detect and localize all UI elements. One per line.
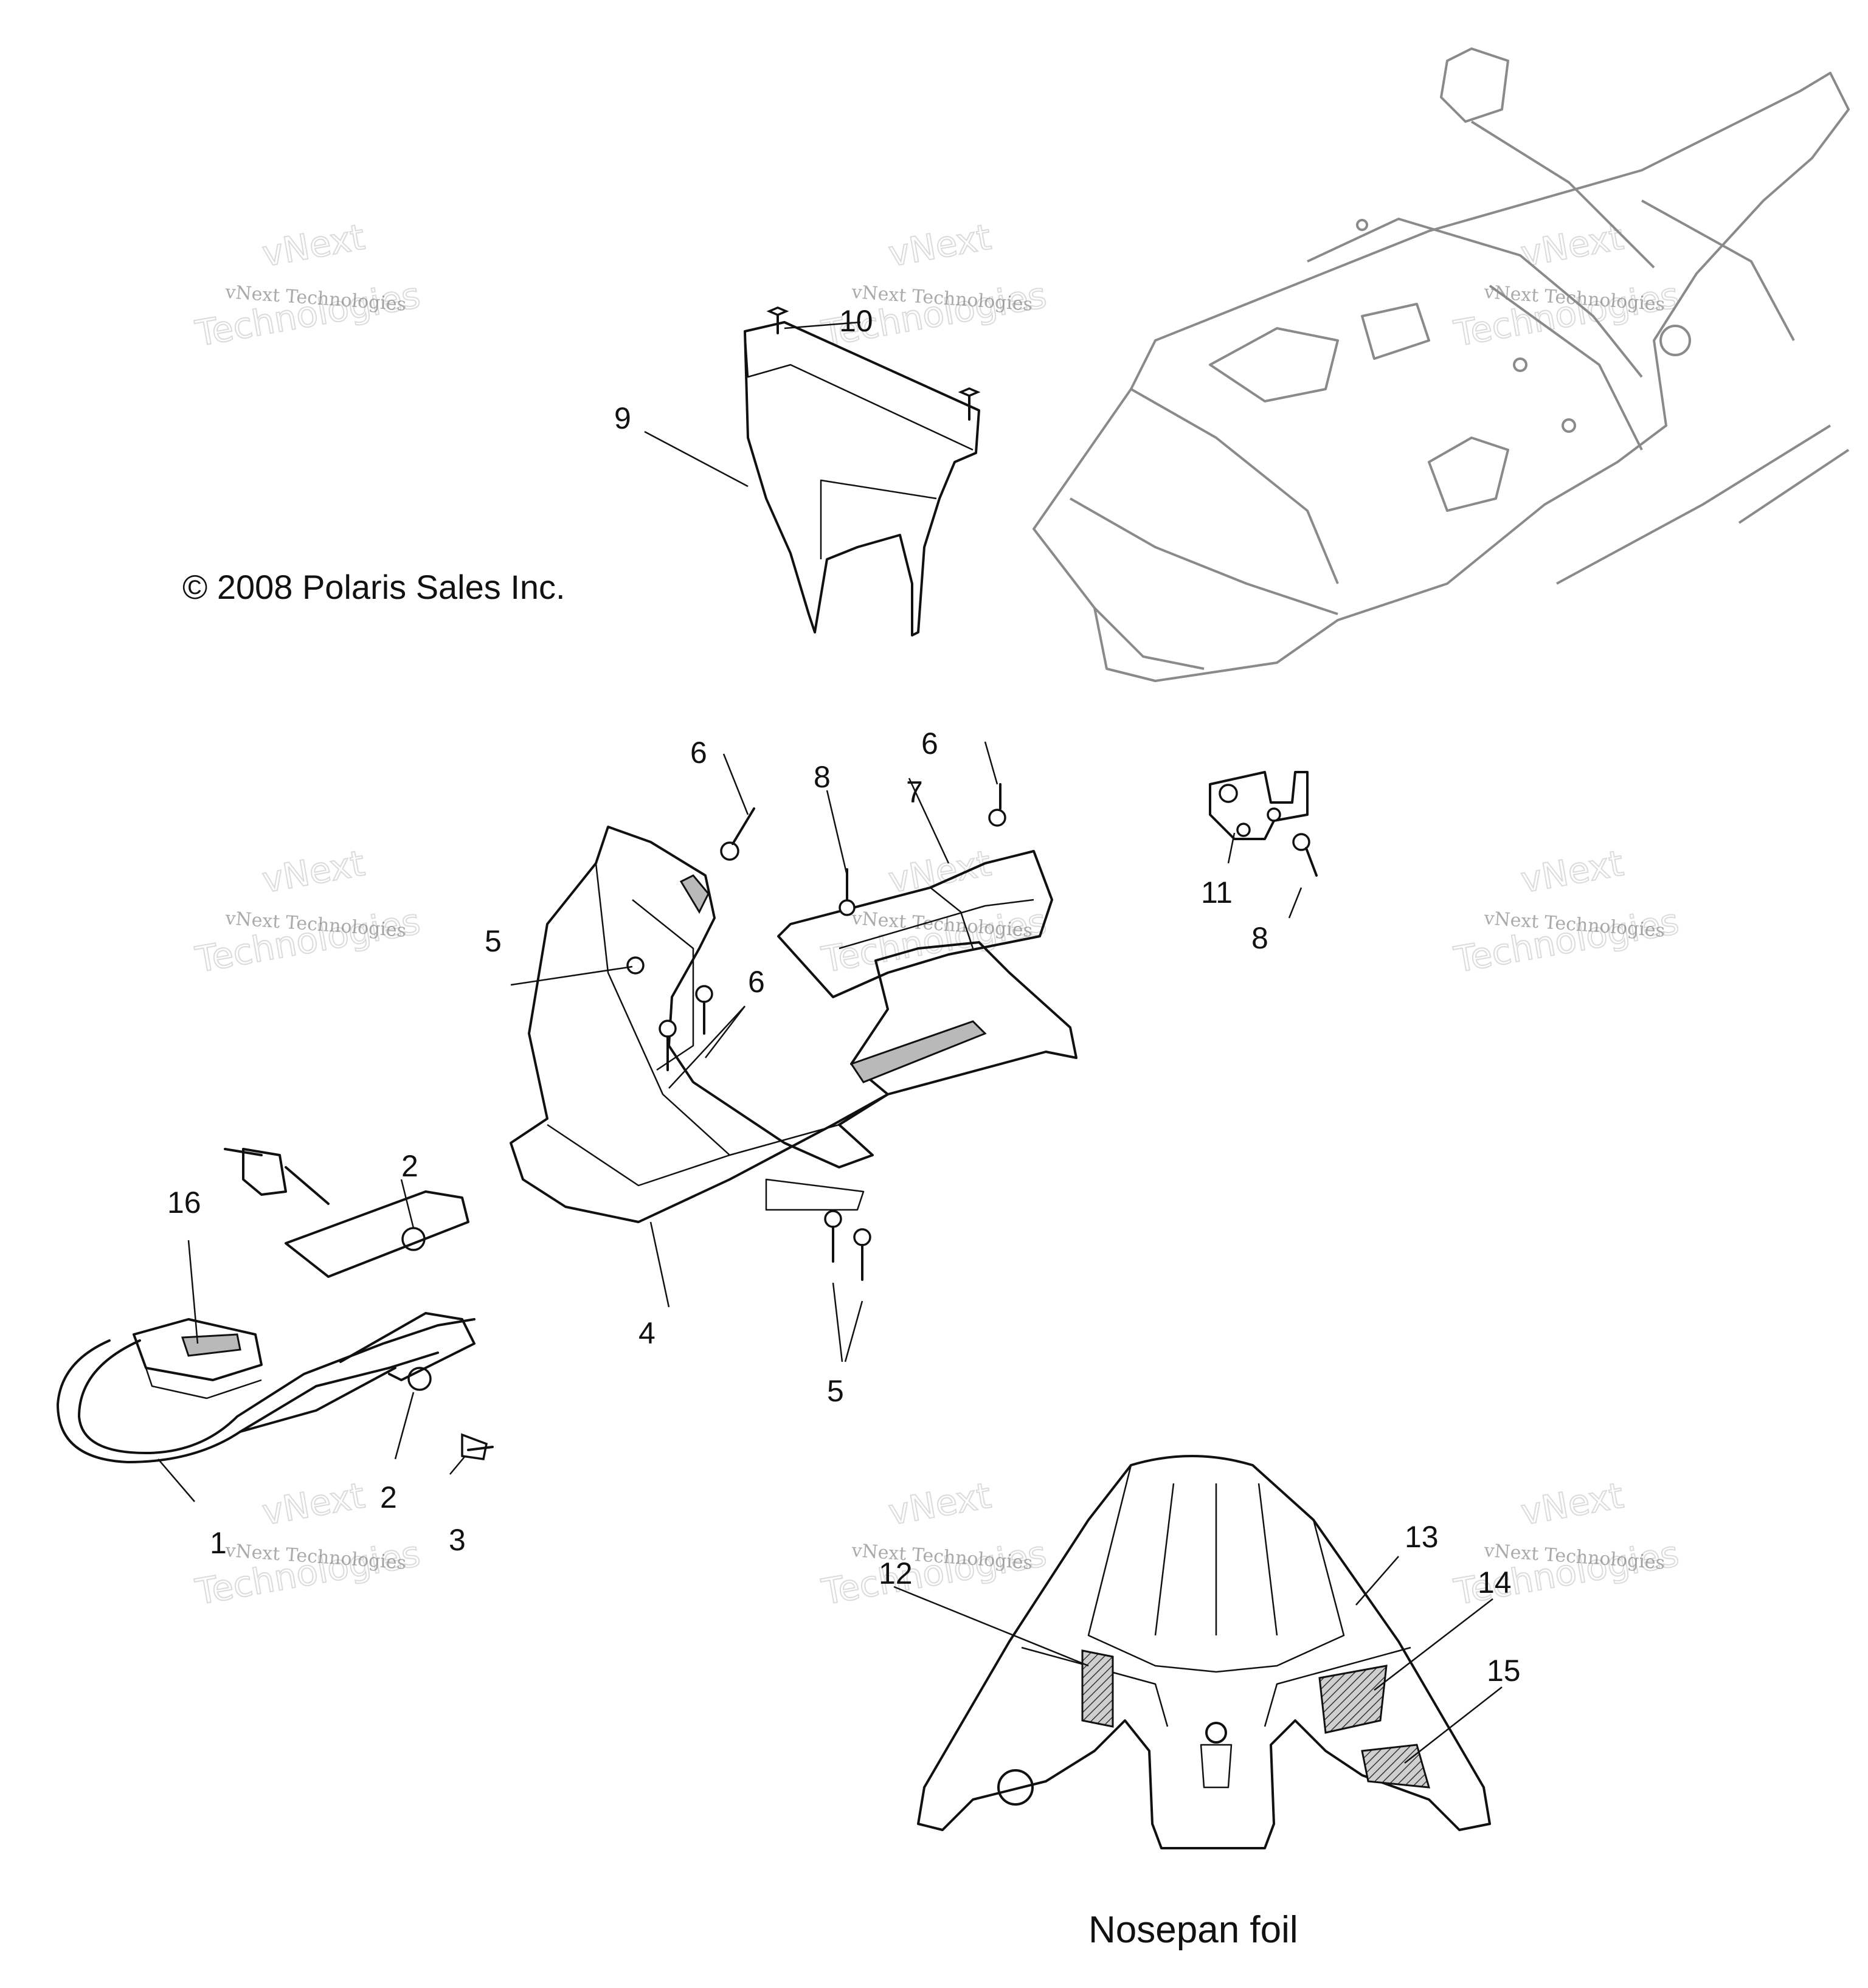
callout-15: 15 <box>1487 1654 1521 1688</box>
watermark: vNext Technologies <box>1450 216 1683 355</box>
watermark: vNext Technologies <box>192 842 424 981</box>
watermark: vNext Technologies <box>1450 1474 1683 1614</box>
callouts: 10 9 6 6 8 7 5 6 11 8 2 16 4 5 2 3 1 13 … <box>167 304 1521 1688</box>
fastener-6d <box>659 1020 677 1038</box>
chassis-frame <box>1033 47 1850 682</box>
svg-text:vNext: vNext <box>259 843 368 901</box>
callout-13: 13 <box>1405 1520 1439 1554</box>
svg-text:vNext: vNext <box>885 843 994 901</box>
part-4-nosepan <box>510 826 1078 1223</box>
callout-2: 2 <box>380 1480 397 1514</box>
callout-2: 2 <box>401 1149 418 1183</box>
bolt-3 <box>461 1433 488 1460</box>
fastener-8a <box>839 899 856 916</box>
watermark: vNext Technologies <box>818 1474 1050 1614</box>
callout-8: 8 <box>1251 921 1268 955</box>
svg-text:vNext: vNext <box>1518 843 1627 901</box>
fastener-8b <box>1292 833 1310 851</box>
callout-16: 16 <box>167 1186 201 1220</box>
nosepan-foil-view <box>917 1455 1491 1849</box>
callout-5: 5 <box>827 1374 844 1408</box>
diagram-caption: Nosepan foil <box>1088 1909 1298 1951</box>
callout-14: 14 <box>1478 1565 1512 1600</box>
fastener-5a <box>626 956 645 975</box>
callout-4: 4 <box>638 1316 656 1350</box>
callout-11: 11 <box>1201 875 1233 909</box>
callout-7: 7 <box>906 775 923 809</box>
svg-text:vNext: vNext <box>885 216 994 275</box>
fastener-6b <box>988 809 1006 827</box>
part-7-duct <box>777 850 1053 998</box>
fasteners <box>401 783 1318 1460</box>
svg-text:vNext: vNext <box>259 1475 368 1533</box>
callout-5: 5 <box>485 924 502 958</box>
fastener-5b <box>824 1210 842 1228</box>
fastener-6a <box>720 841 739 861</box>
watermark: vNext Technologies <box>1450 842 1683 981</box>
svg-text:vNext: vNext <box>259 216 368 275</box>
fastener-5c <box>853 1228 871 1246</box>
part-10-screw <box>766 306 981 421</box>
svg-text:vNext: vNext <box>1518 1475 1627 1533</box>
fastener-6c <box>695 985 713 1003</box>
svg-text:vNext: vNext <box>885 1475 994 1533</box>
callout-9: 9 <box>614 401 631 435</box>
callout-3: 3 <box>449 1523 466 1557</box>
callout-10: 10 <box>839 304 873 338</box>
callout-6: 6 <box>748 965 765 999</box>
callout-6: 6 <box>921 727 938 761</box>
callout-6: 6 <box>690 736 707 770</box>
watermark-group: vNext Technologies vNext Technologies vN… <box>192 216 1683 1614</box>
part-11-bracket <box>1209 771 1309 840</box>
copyright-text: © 2008 Polaris Sales Inc. <box>182 568 566 606</box>
callout-12: 12 <box>879 1556 913 1590</box>
leader-lines <box>157 321 1503 1764</box>
watermark: vNext Technologies <box>192 216 424 355</box>
part-16-bracket <box>133 1318 263 1400</box>
callout-1: 1 <box>210 1526 227 1560</box>
part-1-bumper <box>57 1148 476 1463</box>
callout-8: 8 <box>814 760 831 794</box>
part-9-shroud <box>744 321 980 637</box>
